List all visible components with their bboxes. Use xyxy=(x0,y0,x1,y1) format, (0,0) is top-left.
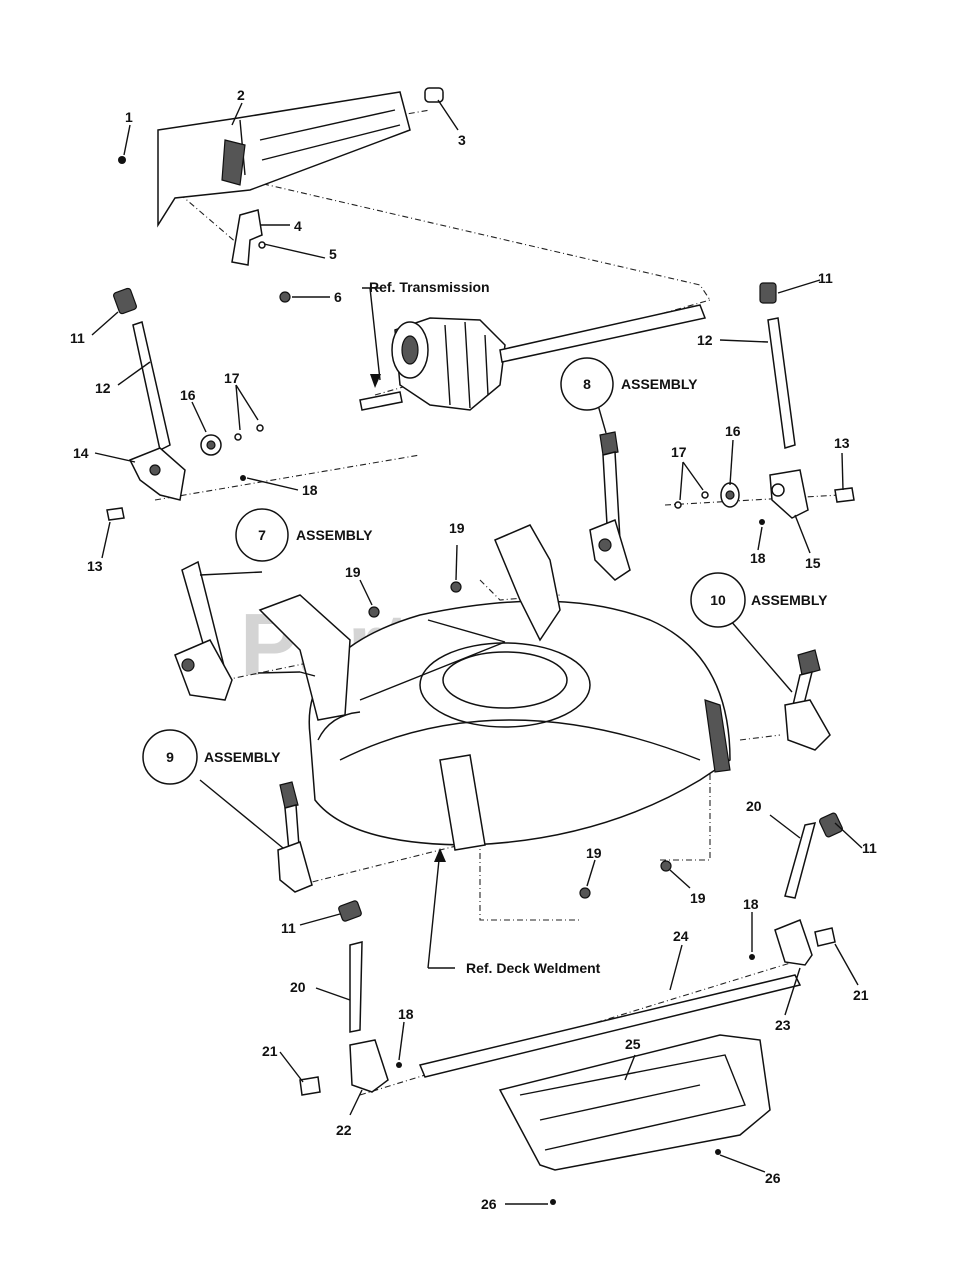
callout: 18 xyxy=(302,482,318,498)
callout: 19 xyxy=(690,890,706,906)
callout: 19 xyxy=(586,845,602,861)
screw-26a xyxy=(715,1149,721,1155)
callout: 18 xyxy=(398,1006,414,1022)
assembly-7: 7 ASSEMBLY xyxy=(235,508,373,562)
callout: 17 xyxy=(671,444,687,460)
svg-text:ASSEMBLY: ASSEMBLY xyxy=(296,527,373,543)
nut-19b xyxy=(368,606,380,618)
nut-19a xyxy=(450,581,462,593)
callout: 21 xyxy=(853,987,869,1003)
assembly-7-part xyxy=(174,560,233,701)
callout: 11 xyxy=(70,330,85,346)
callout: 17 xyxy=(224,370,240,386)
leader-lines xyxy=(91,99,863,1205)
svg-text:9: 9 xyxy=(166,749,174,765)
assembly-9: 9 ASSEMBLY xyxy=(142,729,281,785)
bracket-4 xyxy=(231,209,291,303)
callout: 3 xyxy=(458,132,466,148)
callout: 24 xyxy=(673,928,689,944)
svg-text:10: 10 xyxy=(710,592,726,608)
svg-text:ASSEMBLY: ASSEMBLY xyxy=(621,376,698,392)
callout: 20 xyxy=(290,979,306,995)
callout: 26 xyxy=(481,1196,497,1212)
svg-text:7: 7 xyxy=(258,527,266,543)
callout: 18 xyxy=(750,550,766,566)
svg-text:ASSEMBLY: ASSEMBLY xyxy=(204,749,281,765)
callout: 11 xyxy=(862,840,877,856)
transmission xyxy=(359,304,707,411)
arrow-transmission xyxy=(370,374,381,388)
callout: 5 xyxy=(329,246,337,262)
assembly-8: 8 ASSEMBLY xyxy=(560,357,698,411)
rod-24 xyxy=(418,974,802,1078)
callout: 21 xyxy=(262,1043,278,1059)
callout: 15 xyxy=(805,555,821,571)
callout: 12 xyxy=(95,380,111,396)
callout: 25 xyxy=(625,1036,641,1052)
deck-weldment xyxy=(258,524,731,851)
callout: 13 xyxy=(87,558,103,574)
arrow-deck xyxy=(434,848,446,862)
nut-19c xyxy=(579,887,591,899)
screw-26b xyxy=(550,1199,556,1205)
rear-housing xyxy=(118,87,444,228)
left-upper-adjuster xyxy=(106,287,264,521)
callout: 11 xyxy=(818,270,833,286)
callout: 16 xyxy=(725,423,741,439)
callout: 19 xyxy=(345,564,361,580)
svg-text:8: 8 xyxy=(583,376,591,392)
nut-19d xyxy=(660,860,672,872)
callout: 22 xyxy=(336,1122,352,1138)
callout: 4 xyxy=(294,218,302,234)
callout: 16 xyxy=(180,387,196,403)
assembly-10-part xyxy=(784,649,831,751)
callout: 14 xyxy=(73,445,89,461)
rear-cover-25 xyxy=(498,1034,771,1171)
callout: 2 xyxy=(237,87,245,103)
callout: 23 xyxy=(775,1017,791,1033)
assembly-8-part xyxy=(589,431,631,581)
callout: 18 xyxy=(743,896,759,912)
callout: 11 xyxy=(281,920,296,936)
callout: 12 xyxy=(697,332,713,348)
callout: 19 xyxy=(449,520,465,536)
right-upper-adjuster xyxy=(674,282,855,525)
callout-numbers: 1 2 3 4 5 6 11 12 16 17 14 18 13 11 12 1… xyxy=(70,87,877,1212)
callout: 26 xyxy=(765,1170,781,1186)
svg-text:ASSEMBLY: ASSEMBLY xyxy=(751,592,828,608)
ref-deck-label: Ref. Deck Weldment xyxy=(466,960,601,976)
lower-right-bracket xyxy=(749,812,843,966)
lower-left-bracket xyxy=(299,900,402,1096)
callout: 1 xyxy=(125,109,133,125)
assembly-9-part xyxy=(277,781,313,893)
assembly-10: 10 ASSEMBLY xyxy=(690,572,828,628)
callout: 13 xyxy=(834,435,850,451)
callout: 6 xyxy=(334,289,342,305)
callout: 20 xyxy=(746,798,762,814)
ref-transmission-label: Ref. Transmission xyxy=(369,279,490,295)
